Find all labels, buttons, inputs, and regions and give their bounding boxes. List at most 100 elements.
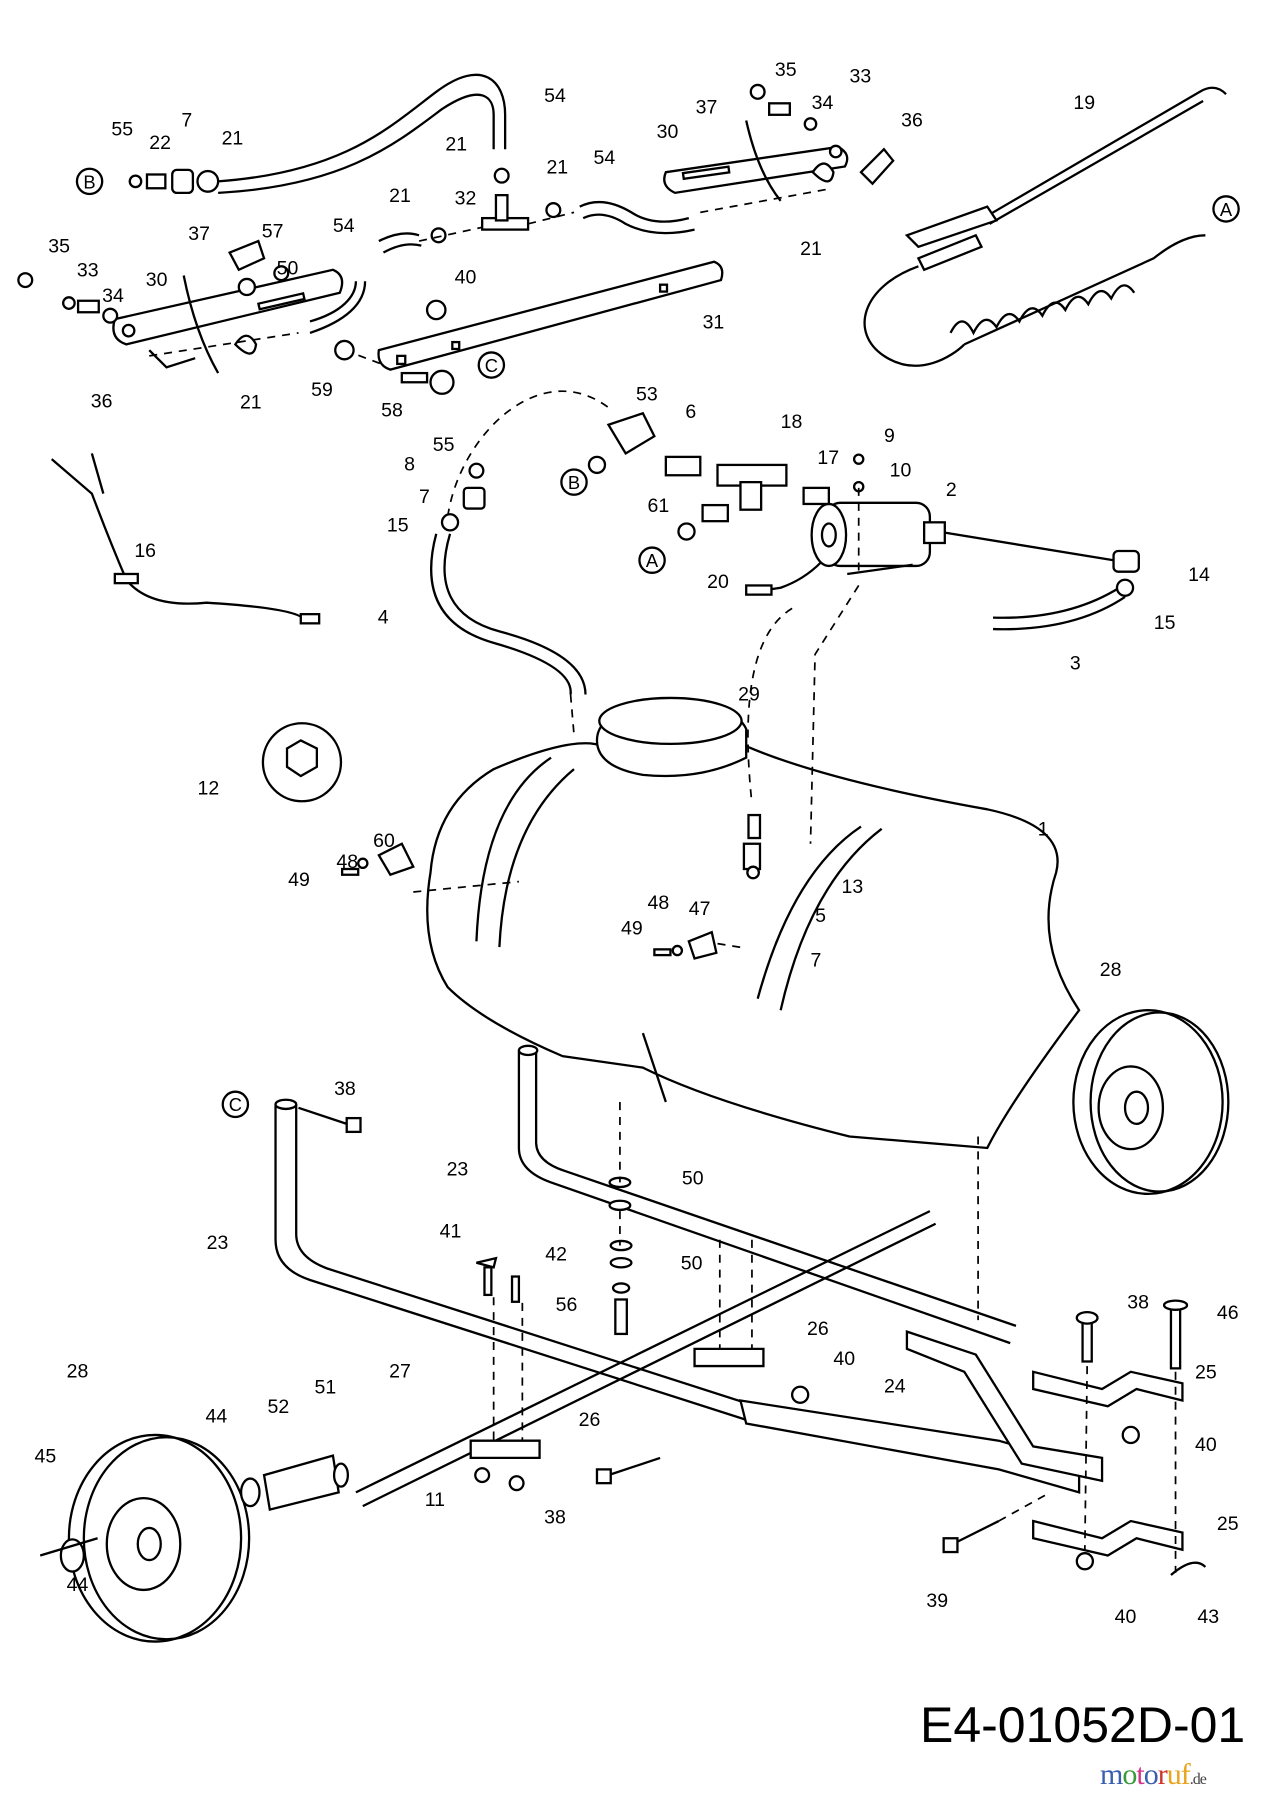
frame-23-27	[239, 1044, 1017, 1511]
callout-47: 47	[689, 898, 711, 920]
reference-marker-letter: C	[229, 1094, 242, 1115]
callout-43: 43	[1197, 1606, 1219, 1628]
coiled-hose	[863, 234, 1206, 367]
callout-30: 30	[146, 269, 168, 291]
hose-54-upper	[218, 73, 507, 195]
callout-38: 38	[1127, 1292, 1149, 1314]
callout-7: 7	[181, 109, 192, 131]
tongue-24	[738, 1330, 1104, 1494]
callout-6: 6	[685, 401, 696, 423]
callout-23: 23	[447, 1159, 469, 1181]
callout-18: 18	[781, 411, 803, 433]
callout-4: 4	[378, 606, 389, 628]
reference-marker-A: A	[638, 546, 666, 574]
callout-39: 39	[926, 1590, 948, 1612]
callout-31: 31	[703, 311, 725, 333]
watermark-letter: t	[1136, 1758, 1144, 1791]
callout-24: 24	[884, 1375, 906, 1397]
callout-58: 58	[381, 400, 403, 422]
callout-1: 1	[1038, 819, 1049, 841]
callout-14: 14	[1188, 564, 1210, 586]
hose-54-short	[309, 200, 695, 334]
nut-12	[261, 722, 343, 803]
callout-46: 46	[1217, 1302, 1239, 1324]
hitch-brackets-25	[1032, 1299, 1189, 1557]
manifold-fittings	[587, 411, 865, 541]
callout-38: 38	[334, 1078, 356, 1100]
callout-21: 21	[445, 133, 467, 155]
nozzle-assembly-left	[128, 168, 220, 195]
callout-55: 55	[433, 434, 455, 456]
reference-marker-letter: B	[568, 472, 580, 493]
watermark-letter: r	[1157, 1758, 1168, 1791]
callout-44: 44	[206, 1405, 228, 1427]
callout-33: 33	[850, 66, 872, 88]
callout-49: 49	[621, 917, 643, 939]
callout-33: 33	[77, 260, 99, 282]
callout-38: 38	[544, 1506, 566, 1528]
callout-26: 26	[579, 1409, 601, 1431]
callout-50: 50	[681, 1253, 703, 1275]
spray-wand-19	[904, 86, 1227, 272]
callout-35: 35	[775, 59, 797, 81]
reference-marker-letter: C	[485, 355, 498, 376]
watermark-letter: o	[1122, 1758, 1137, 1791]
hose-4	[430, 462, 587, 695]
callout-48: 48	[647, 892, 669, 914]
callout-11: 11	[425, 1489, 445, 1511]
callout-5: 5	[815, 905, 826, 927]
callout-20: 20	[707, 571, 729, 593]
reference-marker-letter: A	[646, 550, 659, 571]
callout-26: 26	[807, 1318, 829, 1340]
callout-3: 3	[1070, 652, 1081, 674]
callout-49: 49	[288, 869, 310, 891]
tee-fitting-32	[430, 167, 562, 244]
boom-bar-31	[334, 260, 724, 395]
watermark-letter: u	[1166, 1758, 1182, 1791]
callout-17: 17	[817, 447, 839, 469]
callout-34: 34	[812, 92, 834, 114]
tank-1	[426, 696, 1081, 1150]
callout-7: 7	[419, 486, 430, 508]
boom-bracket-left	[17, 239, 344, 374]
wheel-28-left	[39, 1433, 251, 1643]
callout-51: 51	[315, 1377, 337, 1399]
callout-15: 15	[1154, 612, 1176, 634]
wiring-harness-16	[50, 453, 321, 625]
callout-22: 22	[149, 132, 171, 154]
hose-3	[944, 531, 1140, 631]
callout-50: 50	[682, 1168, 704, 1190]
reference-marker-A: A	[1212, 195, 1240, 223]
callout-2: 2	[946, 479, 957, 501]
watermark-logo: motoruf.de	[1100, 1758, 1207, 1791]
callout-13: 13	[841, 876, 863, 898]
callout-35: 35	[48, 236, 70, 258]
boom-bracket-right	[663, 83, 895, 202]
watermark-letter: m	[1100, 1758, 1123, 1791]
callout-54: 54	[333, 215, 355, 237]
callout-44: 44	[67, 1574, 89, 1596]
callout-61: 61	[647, 495, 669, 517]
callout-36: 36	[901, 109, 923, 131]
reference-marker-C: C	[221, 1090, 250, 1119]
callout-12: 12	[197, 777, 219, 799]
tank-fittings	[340, 813, 762, 960]
reference-markers: B C A B A C	[75, 167, 1240, 1119]
callout-60: 60	[373, 830, 395, 852]
callout-25: 25	[1217, 1513, 1239, 1535]
callout-48: 48	[336, 851, 358, 873]
callout-57: 57	[262, 221, 284, 243]
callout-55: 55	[111, 118, 133, 140]
reference-marker-letter: A	[1220, 199, 1233, 220]
callout-40: 40	[833, 1348, 855, 1370]
reference-marker-letter: B	[83, 171, 95, 192]
reference-marker-C: C	[477, 351, 506, 379]
callout-29: 29	[738, 683, 760, 705]
callout-50: 50	[277, 257, 299, 279]
watermark-letter: o	[1143, 1758, 1159, 1791]
callout-19: 19	[1073, 92, 1095, 114]
pump-2	[745, 501, 946, 596]
callout-8: 8	[404, 454, 415, 476]
